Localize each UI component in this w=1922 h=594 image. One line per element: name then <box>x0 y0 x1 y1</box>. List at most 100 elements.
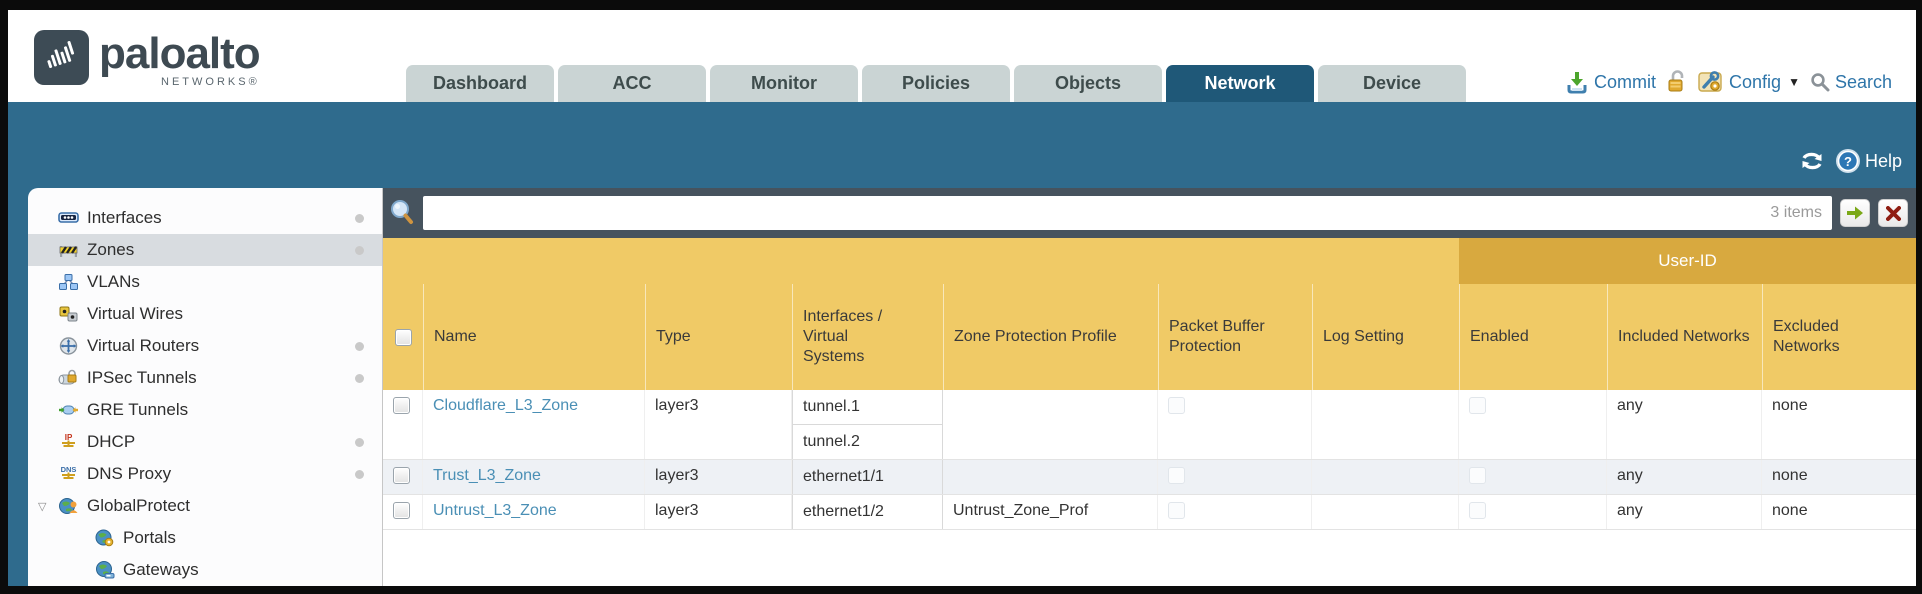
sidebar-item-label: Interfaces <box>87 208 162 227</box>
sidebar-item-virtual-routers[interactable]: Virtual Routers <box>28 330 382 362</box>
filter-toolbar: 3 items <box>383 188 1916 238</box>
type-cell: layer3 <box>645 460 792 494</box>
gateways-icon <box>94 561 115 579</box>
svg-text:DNS: DNS <box>61 465 77 474</box>
column-header-name[interactable]: Name <box>423 284 645 390</box>
sidebar-item-label: Virtual Routers <box>87 336 200 355</box>
svg-text:IP: IP <box>65 433 73 442</box>
tab-policies[interactable]: Policies <box>862 65 1010 102</box>
row-select-checkbox[interactable] <box>393 502 410 519</box>
empty-space <box>383 530 1916 586</box>
packet-buffer-protection-checkbox <box>1168 502 1185 519</box>
zones-icon <box>58 241 79 259</box>
ipsec-tunnels-icon <box>58 369 79 387</box>
name-cell: Cloudflare_L3_Zone <box>423 390 645 459</box>
name-cell: Untrust_L3_Zone <box>423 495 645 529</box>
interface-item[interactable]: tunnel.1 <box>803 398 860 415</box>
name-cell: Trust_L3_Zone <box>423 460 645 494</box>
svg-text:?: ? <box>1844 154 1852 169</box>
table-row: Untrust_L3_Zone layer3 ethernet1/2 Untrust_… <box>383 495 1916 530</box>
sidebar-item-portals[interactable]: Portals <box>28 522 382 554</box>
tab-network[interactable]: Network <box>1166 65 1314 102</box>
search-button[interactable]: Search <box>1810 72 1892 93</box>
sidebar-item-gateways[interactable]: Gateways <box>28 554 382 586</box>
dns-proxy-icon: DNS <box>58 465 79 483</box>
clear-filter-button[interactable] <box>1878 199 1908 227</box>
zone-name-link[interactable]: Trust_L3_Zone <box>433 467 541 484</box>
sidebar-item-zones[interactable]: Zones <box>28 234 382 266</box>
gre-tunnels-icon <box>58 401 79 419</box>
sidebar-item-gre-tunnels[interactable]: GRE Tunnels <box>28 394 382 426</box>
column-header-excluded-networks[interactable]: Excluded Networks <box>1762 284 1916 390</box>
column-header-interfaces-virtual-systems[interactable]: Interfaces / Virtual Systems <box>792 284 943 390</box>
sidebar-item-label: Virtual Wires <box>87 304 184 323</box>
commit-icon <box>1565 70 1589 94</box>
type-cell: layer3 <box>645 495 792 529</box>
interface-item[interactable]: ethernet1/1 <box>803 468 884 485</box>
zone-protection-profile-cell: Untrust_Zone_Prof <box>943 495 1158 529</box>
interface-item[interactable]: tunnel.2 <box>793 424 942 458</box>
row-select-cell <box>383 460 423 494</box>
packet-buffer-protection-cell <box>1158 495 1312 529</box>
config-menu[interactable]: Config ▼ <box>1698 70 1800 94</box>
user-id-enabled-checkbox <box>1469 467 1486 484</box>
sidebar-item-globalprotect[interactable]: ▽GlobalProtect <box>28 490 382 522</box>
header-group-row: User-ID <box>383 238 1916 284</box>
user-id-group-header: User-ID <box>1459 238 1916 284</box>
expand-triangle-icon[interactable]: ▽ <box>38 500 47 513</box>
user-id-enabled-checkbox <box>1469 397 1486 414</box>
interface-item[interactable]: ethernet1/2 <box>803 503 884 520</box>
column-header-log-setting[interactable]: Log Setting <box>1312 284 1459 390</box>
sidebar-item-label: Zones <box>87 240 135 259</box>
sidebar-item-virtual-wires[interactable]: Virtual Wires <box>28 298 382 330</box>
virtual-wires-icon <box>58 305 79 323</box>
filter-input[interactable]: 3 items <box>423 196 1832 230</box>
sidebar-item-interfaces[interactable]: Interfaces <box>28 202 382 234</box>
interfaces-icon <box>58 209 79 227</box>
apply-filter-button[interactable] <box>1840 199 1870 227</box>
tab-dashboard[interactable]: Dashboard <box>406 65 554 102</box>
column-header-zone-protection-profile[interactable]: Zone Protection Profile <box>943 284 1158 390</box>
zone-name-link[interactable]: Untrust_L3_Zone <box>433 502 557 519</box>
included-networks-cell: any <box>1607 460 1762 494</box>
lock-icon[interactable] <box>1666 70 1688 94</box>
refresh-icon[interactable] <box>1799 150 1825 172</box>
sidebar-item-label: Portals <box>123 528 176 547</box>
sidebar-item-ipsec-tunnels[interactable]: IPSec Tunnels <box>28 362 382 394</box>
column-header-type[interactable]: Type <box>645 284 792 390</box>
config-icon <box>1698 70 1724 94</box>
log-setting-cell <box>1312 390 1459 459</box>
item-count: 3 items <box>1770 204 1822 221</box>
tab-monitor[interactable]: Monitor <box>710 65 858 102</box>
main-panel: 3 items <box>383 188 1916 586</box>
excluded-networks-cell: none <box>1772 467 1808 484</box>
tab-device[interactable]: Device <box>1318 65 1466 102</box>
help-icon: ? <box>1835 148 1861 174</box>
log-setting-cell <box>1312 460 1459 494</box>
row-select-checkbox[interactable] <box>393 467 410 484</box>
tab-objects[interactable]: Objects <box>1014 65 1162 102</box>
brand-name: paloalto <box>99 29 261 78</box>
help-button[interactable]: ? Help <box>1835 148 1902 174</box>
column-header-included-networks[interactable]: Included Networks <box>1607 284 1762 390</box>
select-all-checkbox[interactable] <box>394 328 412 346</box>
row-select-cell <box>383 495 423 529</box>
column-header-packet-buffer-protection[interactable]: Packet Buffer Protection <box>1158 284 1312 390</box>
commit-button[interactable]: Commit <box>1565 70 1656 94</box>
brand-text: paloalto NETWORKS® <box>99 29 261 89</box>
zone-name-link[interactable]: Cloudflare_L3_Zone <box>433 397 578 414</box>
brand-subtitle: NETWORKS® <box>161 76 260 88</box>
column-header-enabled[interactable]: Enabled <box>1459 284 1607 390</box>
tab-acc[interactable]: ACC <box>558 65 706 102</box>
teal-banner: ? Help <box>8 102 1916 188</box>
sidebar-item-vlans[interactable]: VLANs <box>28 266 382 298</box>
interfaces-cell: tunnel.1 tunnel.2 <box>792 390 943 459</box>
row-select-checkbox[interactable] <box>393 397 410 414</box>
select-all-header-cell[interactable] <box>383 284 423 390</box>
user-id-enabled-cell <box>1459 495 1607 529</box>
included-networks-cell: any <box>1607 495 1762 529</box>
